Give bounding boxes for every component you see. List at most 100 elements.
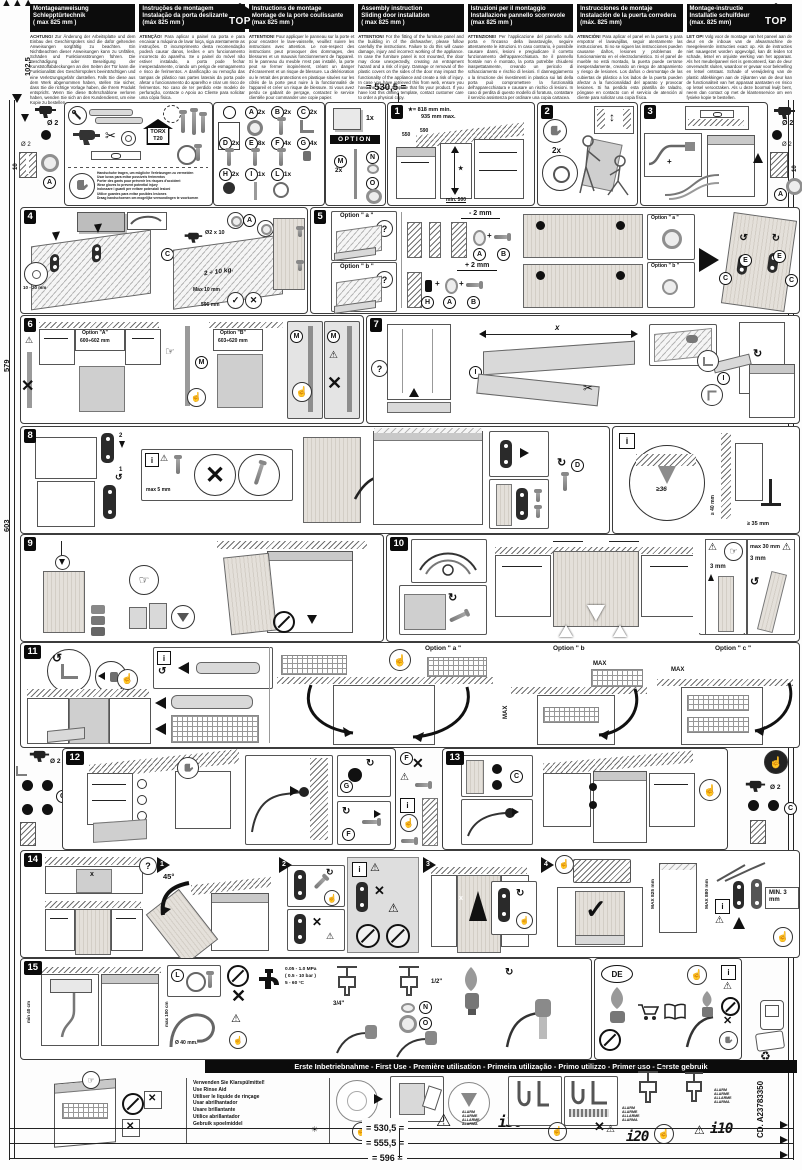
- cap-dot: [748, 800, 759, 811]
- hand-press-circle: ☞: [129, 565, 159, 595]
- alarm-word: ALARME: [714, 1092, 730, 1097]
- angle-45-label: 45°: [163, 872, 175, 881]
- de-aquastop-panel: DE ☝ i ⚠ ✕: [594, 958, 742, 1060]
- gloves-note-line: Handschuhe tragen, um mögliche Verletzun…: [97, 171, 194, 175]
- plinth-strip-cut: [476, 373, 600, 407]
- cup-part-icon: [41, 154, 59, 172]
- minus-2mm-label: - 2 mm: [461, 210, 500, 219]
- panel-section-hatch: [20, 822, 36, 846]
- drill-icon: [73, 130, 100, 145]
- step-9-panel: 9 ☞: [20, 534, 384, 642]
- part-letter: A: [244, 106, 258, 119]
- drill-diameter-label: Ø 2: [47, 120, 59, 127]
- tape-roll-icon: [24, 262, 48, 286]
- option-a-range: 600÷602 mm: [80, 338, 110, 344]
- tape-roll-icon: [121, 131, 136, 146]
- door-weight-label: 2 ÷ 10 kg.: [204, 266, 234, 278]
- rail-info-box: i ↺: [153, 647, 273, 689]
- drill-diameter-label: Ø 2: [782, 142, 792, 148]
- wedge-detail-circle: ≥36: [629, 445, 705, 521]
- sequence-1-label: 1: [119, 467, 123, 473]
- rinse-aid-line: Usare brillantante: [193, 1107, 236, 1113]
- hand-cap-inset: [461, 799, 533, 845]
- next-arrow-icon: [699, 248, 719, 272]
- plinth-strip: [483, 340, 635, 376]
- level-check-inset: [685, 106, 749, 130]
- alarm-word: ALARME: [622, 1110, 638, 1115]
- height-adjust-inset: ↕: [594, 106, 634, 134]
- wall-section: [429, 222, 441, 258]
- plinth-cutting-drawing: x I ✂: [463, 322, 643, 416]
- part-b-letter: B: [497, 248, 510, 261]
- screw-size-label: Ø2 x 10: [205, 230, 225, 236]
- warning-icon: ⚠: [329, 350, 338, 361]
- up-hollow-arrow: [559, 625, 573, 637]
- width-x-label: x: [555, 323, 560, 332]
- loop-diameter-label: Ø 40 mm.: [175, 1040, 198, 1046]
- foot: [769, 479, 772, 505]
- hose-clamp-icon: [177, 145, 197, 165]
- option-b-section: Option " b MAX MAX: [497, 645, 647, 745]
- min-depth-label: min. 500: [446, 197, 467, 203]
- wedge-dim-label: ≥36: [656, 486, 667, 493]
- margin-drill-detail-left: Ø 2 Ø 2 10 A: [13, 102, 63, 204]
- temperature-label: 5 - 60 °C: [285, 981, 304, 986]
- tension-adjust-inset: ↻: [399, 585, 487, 635]
- step-10-number: 10: [390, 537, 408, 551]
- cap-positions-inset: C: [461, 755, 533, 797]
- info-icon: i: [619, 433, 635, 449]
- warning-icon: ⚠: [160, 453, 169, 463]
- warning-icon: ⚠: [231, 1013, 241, 1025]
- part-qty: 2x: [283, 109, 292, 116]
- alignment-drawing: [495, 541, 697, 637]
- screw-icon: [561, 472, 569, 491]
- frame-line-left-inner: [14, 100, 15, 1158]
- step-8-panel: 8 2 1 ↺ i ⚠ max 5 mm ✕: [20, 426, 610, 534]
- thumb-up-icon-dark: ☝: [764, 750, 788, 774]
- screw-icon: [466, 283, 480, 287]
- part-qty: 2x: [309, 109, 318, 116]
- part-glyph: [273, 182, 289, 198]
- step-4-number: 4: [24, 210, 37, 224]
- cap-dot: [492, 764, 502, 774]
- gap-x-label: x: [90, 871, 94, 878]
- dw-side-view: [659, 863, 697, 933]
- part-n-letter: N: [366, 151, 379, 164]
- gloves-note-line: Indossare i guanti per evitare potenzial…: [97, 187, 171, 192]
- prohibition-icon: [273, 611, 295, 633]
- dishwasher-front: [396, 147, 436, 199]
- option-m-rod: [354, 149, 357, 199]
- header-body-text: ATENÇÃO! Para aplicar o painel na porta …: [139, 34, 245, 100]
- top-icon: TOP: [760, 3, 792, 29]
- wall-section: [407, 272, 422, 308]
- rotate-arrow-icon: ↺: [750, 576, 760, 588]
- hand-press-inset: [245, 755, 333, 845]
- screw-icon: [174, 455, 182, 474]
- alarm-word: ALARM: [622, 1106, 635, 1110]
- first-use-strip: Erste Inbetriebnahme - First Use - Premi…: [205, 1060, 797, 1073]
- up-hollow-arrow: [613, 625, 627, 637]
- alarm-word: ALARMA: [714, 1100, 730, 1105]
- info-icon: i: [715, 899, 730, 914]
- bracket-l-inset: L: [167, 965, 221, 997]
- option-a-label: Option "A": [82, 330, 108, 336]
- cross-icon: ✕: [21, 378, 35, 395]
- question-circle: ?: [371, 360, 388, 377]
- door-tilt-drawing: [145, 876, 271, 966]
- no-tools-icon: ✕: [723, 1015, 733, 1027]
- part-glyph: [247, 120, 263, 136]
- mounting-plate: [733, 881, 744, 909]
- cup-part-circle: [227, 212, 244, 229]
- prohibition-icon: [721, 997, 740, 1016]
- dispenser-swirl: [448, 1082, 490, 1124]
- step-5-panel: 5 Option " a " ? Option " b " ? - 2 mm +…: [310, 207, 800, 314]
- part-e-letter: E: [739, 254, 752, 267]
- step-9-number: 9: [24, 537, 37, 551]
- rinse-aid-lines: Verwenden Sie Klarspülmittel!Use Rinse A…: [193, 1080, 313, 1127]
- pinch-warning-icon: ⚠: [388, 901, 399, 915]
